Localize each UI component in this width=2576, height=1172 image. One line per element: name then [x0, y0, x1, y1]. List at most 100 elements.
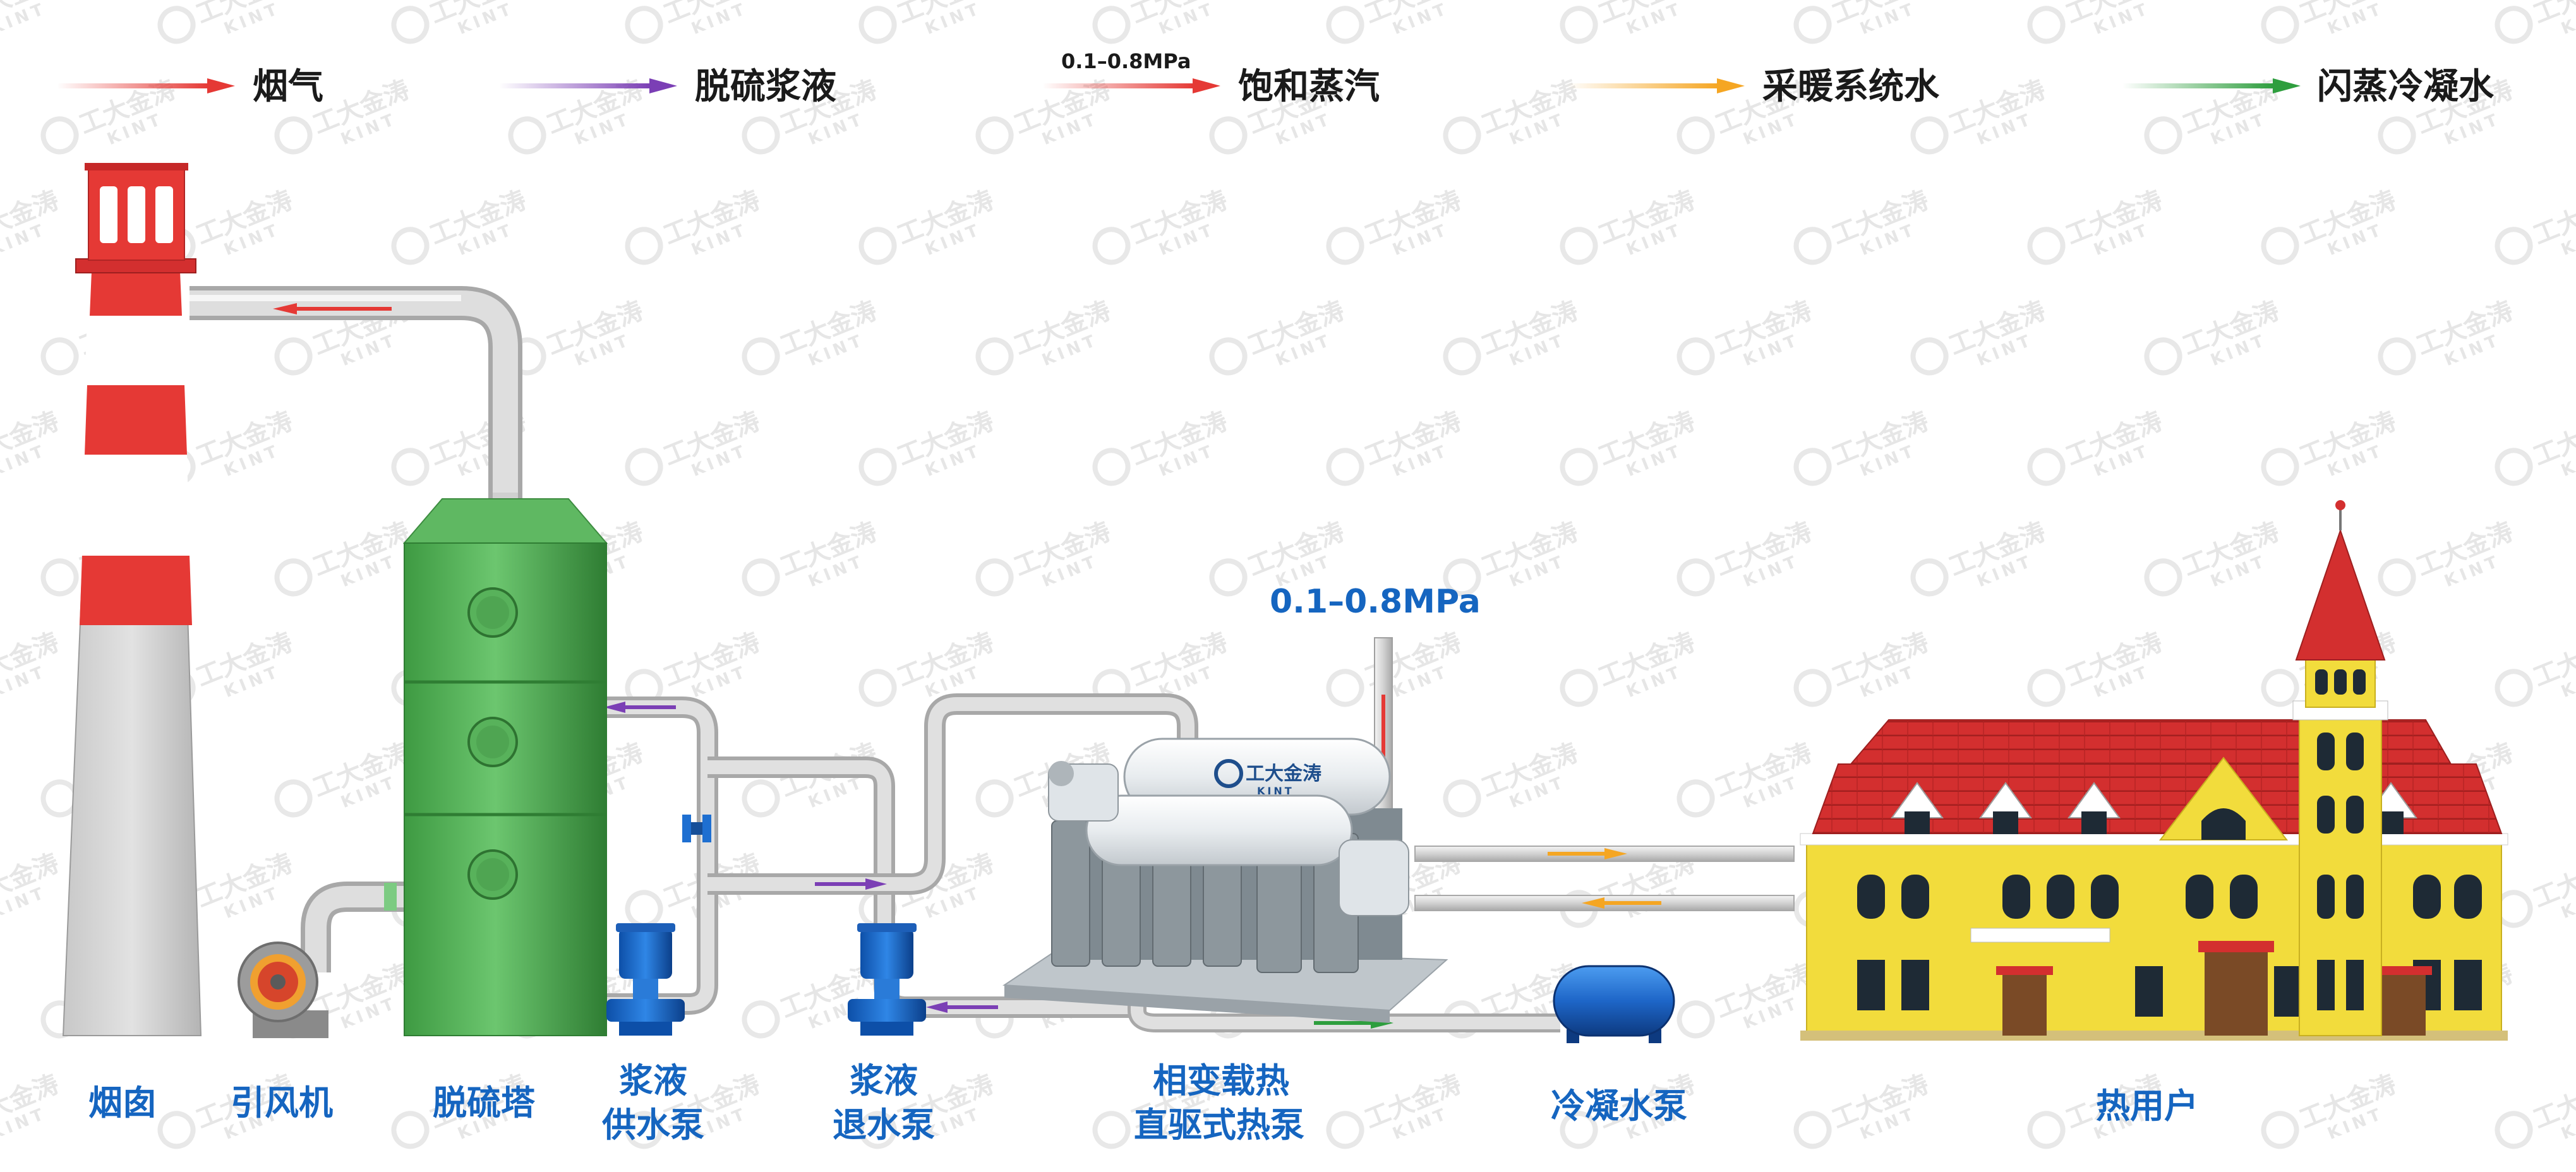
steam-pressure-label: 0.1–0.8MPa	[1270, 583, 1481, 621]
slurry-arrow-1	[604, 702, 676, 713]
manhole-2	[467, 717, 518, 767]
legend-flue-gas: 烟气	[57, 66, 323, 107]
heat-pump-unit: 工大金涛 KINT	[1002, 738, 1448, 1023]
label-supply-pump-line1: 浆液	[619, 1061, 687, 1101]
label-tower: 脱硫塔	[433, 1083, 536, 1123]
desulfurization-tower	[402, 493, 608, 1036]
slurry-supply-pump	[606, 923, 685, 1036]
label-return-pump-line1: 浆液	[850, 1061, 918, 1101]
legend: 烟气 脱硫浆液 0.1–0.8MPa 饱和蒸汽 采暖系统水 闪蒸冷凝水	[57, 49, 2495, 107]
heat-pump-logo: 工大金涛 KINT	[1214, 759, 1321, 797]
label-return-pump-line2: 退水泵	[833, 1105, 935, 1145]
label-heat-pump-line1: 相变载热	[1153, 1061, 1289, 1101]
legend-condensate-label: 闪蒸冷凝水	[2317, 66, 2495, 107]
label-heat-user: 热用户	[2096, 1086, 2198, 1126]
manhole-3	[467, 849, 518, 900]
legend-heating-water-label: 采暖系统水	[1762, 66, 1940, 107]
label-fan: 引风机	[231, 1083, 333, 1123]
flue-gas-arrow	[273, 303, 392, 314]
label-chimney: 烟囱	[88, 1083, 157, 1123]
legend-heating-water: 采暖系统水	[1567, 66, 1940, 107]
logo-name: 工大金涛	[1246, 763, 1321, 785]
building-tower	[2292, 500, 2388, 1036]
heat-user-building	[1800, 500, 2508, 1041]
legend-steam: 0.1–0.8MPa 饱和蒸汽	[1042, 49, 1380, 107]
slurry-return-pump	[848, 923, 926, 1036]
windows-upper	[1857, 875, 2482, 919]
chimney	[62, 163, 202, 1036]
condensate-pump	[1553, 965, 1675, 1043]
legend-steam-pressure: 0.1–0.8MPa	[1061, 49, 1191, 73]
legend-slurry-label: 脱硫浆液	[695, 66, 836, 107]
heating-water-arrow-back	[1582, 897, 1661, 909]
pipe-network	[190, 286, 1795, 1032]
label-condensate-pump: 冷凝水泵	[1551, 1086, 1687, 1126]
logo-sub: KINT	[1257, 785, 1294, 797]
component-labels: 烟囱 引风机 脱硫塔 浆液 供水泵 浆液 退水泵 相变载热 直驱式热泵 冷凝水泵…	[88, 1061, 2198, 1145]
slurry-arrow-3	[926, 1002, 998, 1013]
heating-water-arrow-out	[1548, 848, 1627, 859]
legend-condensate: 闪蒸冷凝水	[2122, 66, 2495, 107]
